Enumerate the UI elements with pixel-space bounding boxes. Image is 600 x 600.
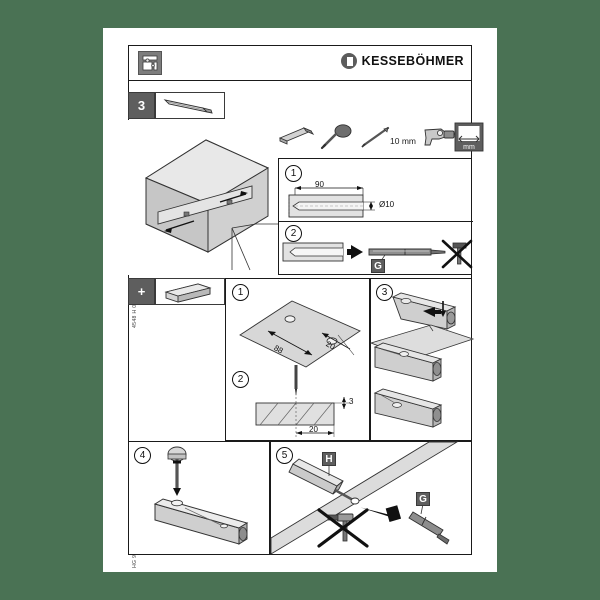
rail-mount-illustration bbox=[369, 292, 475, 428]
panel-three: 3 bbox=[369, 278, 475, 441]
panel-template: 1 88 20 2 bbox=[225, 278, 370, 441]
instruction-sheet-page: 4548 H 00.00 HG 93.122-315 KESSEBÖHMER 3 bbox=[103, 28, 497, 572]
panel-three-number: 3 bbox=[376, 284, 393, 301]
bore-length-dimension: 90 bbox=[315, 180, 324, 189]
rail-part-icon bbox=[164, 283, 212, 303]
step-part-box bbox=[155, 92, 225, 119]
bore-diagram-1 bbox=[288, 186, 375, 218]
drill-step-1-number: 1 bbox=[285, 165, 302, 182]
power-drill-tool-icon bbox=[424, 128, 457, 146]
measure-tool-icon: mm bbox=[454, 122, 484, 152]
cabinet-product-icon bbox=[138, 51, 162, 75]
panel-five: 5 H bbox=[270, 441, 472, 555]
board-depth-dimension: 3 bbox=[349, 397, 354, 406]
plus-part-box bbox=[155, 278, 225, 305]
bore-diameter-dimension: Ø10 bbox=[379, 200, 395, 209]
kesseboehmer-logo-mark bbox=[340, 53, 357, 69]
plus-badge: + bbox=[128, 278, 155, 305]
brand-name: KESSEBÖHMER bbox=[361, 54, 464, 68]
part-tag-h: H bbox=[322, 452, 336, 466]
drill-bit-icon bbox=[163, 98, 213, 114]
template-step-1-number: 1 bbox=[232, 284, 249, 301]
board-offset-dimension: 20 bbox=[309, 425, 318, 434]
panel-five-number: 5 bbox=[276, 447, 293, 464]
screw-install-illustration bbox=[153, 446, 249, 545]
final-assembly-illustration bbox=[270, 441, 459, 555]
part-tag-g-final: G bbox=[416, 492, 430, 506]
panel-cabinet bbox=[128, 120, 278, 275]
tool-row: 10 mm mm bbox=[278, 120, 484, 156]
panel-four-number: 4 bbox=[134, 447, 151, 464]
header-divider bbox=[128, 80, 472, 82]
sheet-header: KESSEBÖHMER bbox=[128, 45, 472, 80]
template-step-2-number: 2 bbox=[232, 371, 249, 388]
brand-logo: KESSEBÖHMER bbox=[340, 53, 464, 69]
file-tool-icon bbox=[278, 126, 315, 145]
drill-size-label: 10 mm bbox=[390, 136, 416, 146]
part-tag-g: G bbox=[371, 259, 385, 273]
screwdriver-tool-icon bbox=[320, 124, 352, 150]
drill-panel-divider bbox=[279, 221, 473, 223]
drilling-template-plate bbox=[239, 300, 361, 368]
cabinet-3d-illustration bbox=[144, 139, 278, 271]
drill-bit-tool-icon bbox=[361, 126, 390, 148]
step-number-badge: 3 bbox=[128, 92, 155, 119]
panel-drill: 1 90 Ø10 2 bbox=[278, 158, 473, 275]
board-section-diagram bbox=[255, 365, 350, 437]
drill-step-2-number: 2 bbox=[285, 225, 302, 242]
svg-text:mm: mm bbox=[463, 144, 475, 151]
dowel-insert-diagram bbox=[282, 239, 473, 269]
panel-four: 4 bbox=[128, 441, 270, 555]
